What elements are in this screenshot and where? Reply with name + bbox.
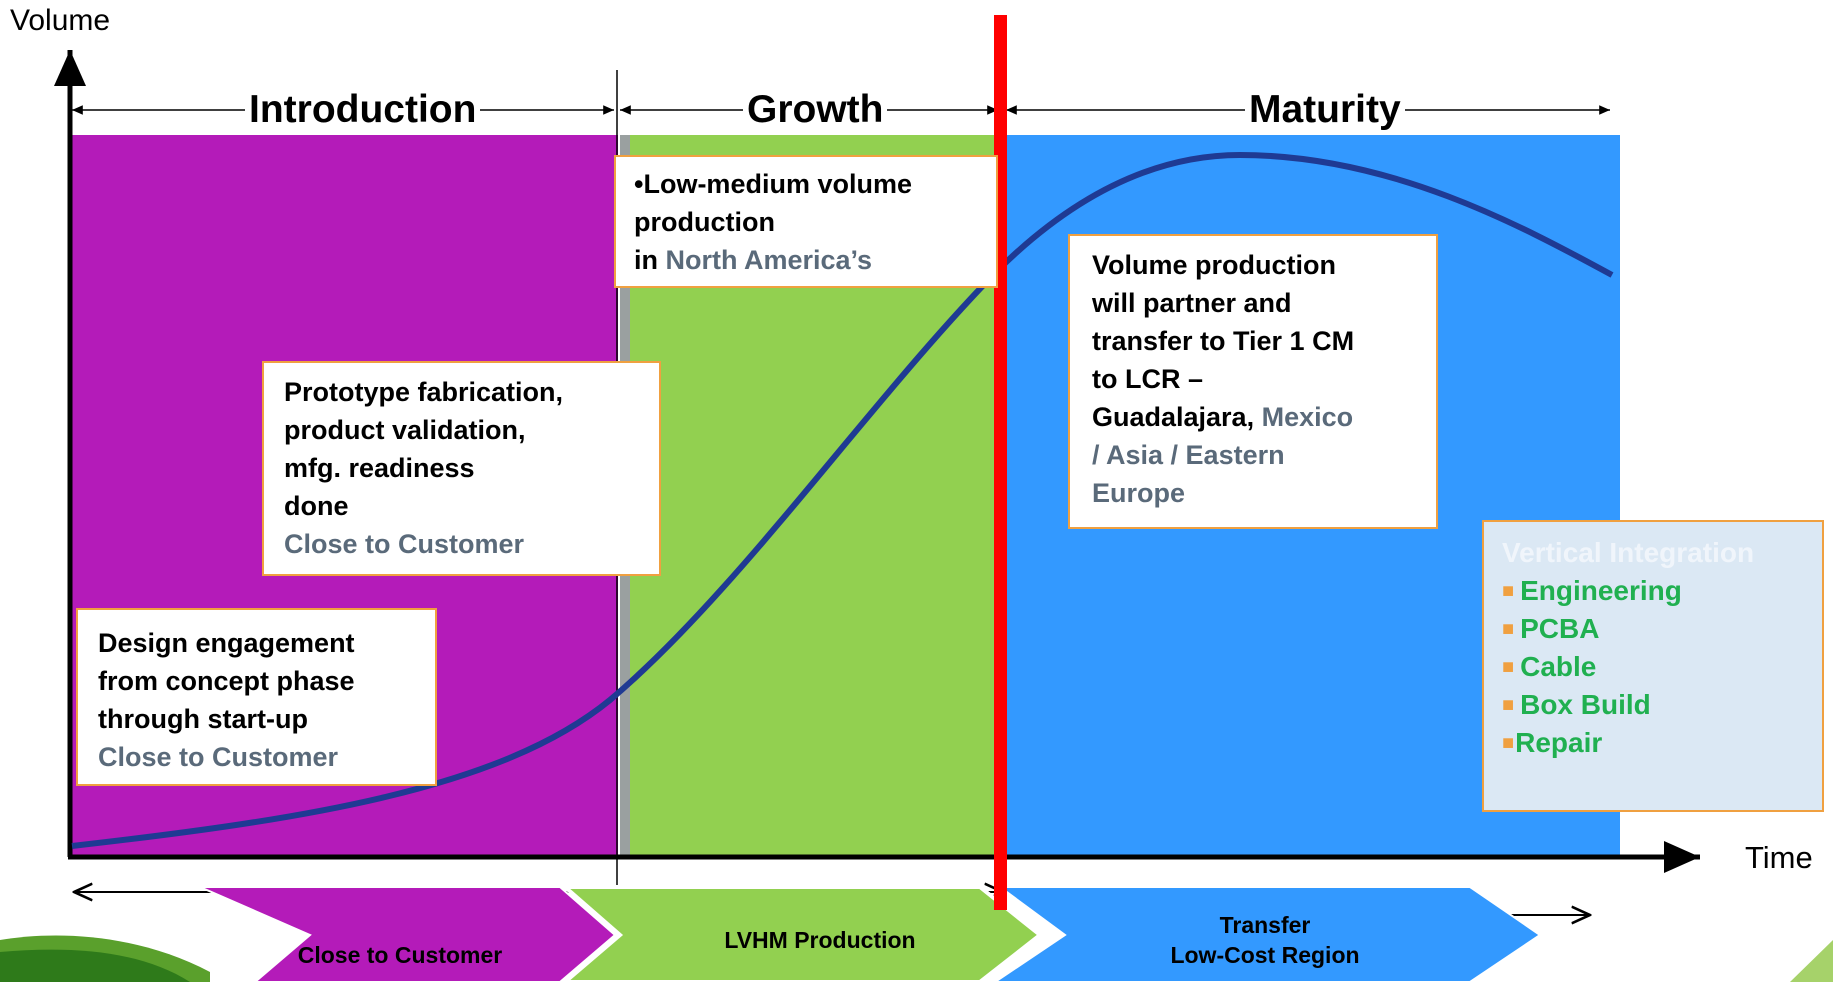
swoosh-decoration-inner — [0, 949, 190, 982]
vi-item-label: Repair — [1515, 727, 1603, 758]
design-line-3: through start-up — [98, 704, 308, 734]
vi-item-label: PCBA — [1520, 613, 1600, 644]
chevron-growth-text: LVHM Production — [724, 927, 916, 953]
bullet-icon: ■ — [1502, 732, 1515, 754]
chevron-maturity-text-2: Low-Cost Region — [1170, 942, 1360, 968]
maturity-line-7: Europe — [1092, 478, 1186, 508]
design-engagement-box: Design engagement from concept phase thr… — [76, 608, 437, 786]
chevron-intro — [199, 886, 617, 982]
bullet-icon: ■ — [1502, 694, 1515, 716]
chevron-intro-label: Close to Customer — [280, 940, 520, 970]
y-axis-label: Volume — [10, 4, 111, 37]
prototype-box: Prototype fabrication, product validatio… — [262, 361, 661, 576]
bullet-icon: ■ — [1502, 580, 1515, 602]
vi-item: ■Repair — [1502, 724, 1804, 762]
vertical-integration-box: Vertical Integration ■Engineering ■PCBA … — [1482, 520, 1824, 812]
chevron-maturity — [993, 886, 1542, 982]
lifecycle-curve — [71, 151, 1614, 849]
vertical-integration-title: Vertical Integration — [1502, 537, 1755, 568]
maturity-line-5-prefix: Guadalajara, — [1092, 402, 1262, 432]
prototype-line-1: Prototype fabrication, — [284, 377, 564, 407]
maturity-line-1: Volume production — [1092, 250, 1336, 280]
chevron-maturity-label: Transfer Low-Cost Region — [1145, 910, 1385, 970]
maturity-line-2: will partner and — [1092, 288, 1292, 318]
design-line-1: Design engagement — [98, 628, 355, 658]
growth-line-1: •Low-medium volume — [634, 169, 912, 199]
phase-title-introduction: Introduction — [245, 88, 481, 132]
prototype-line-4: done — [284, 491, 349, 521]
design-line-2: from concept phase — [98, 666, 355, 696]
vi-item-label: Box Build — [1520, 689, 1651, 720]
swoosh-decoration-right — [1790, 940, 1833, 982]
phase-title-growth: Growth — [743, 88, 888, 132]
red-divider-line — [994, 15, 1007, 910]
vi-item: ■Box Build — [1502, 686, 1804, 724]
prototype-line-2: product validation, — [284, 415, 526, 445]
maturity-box: Volume production will partner and trans… — [1068, 234, 1438, 529]
maturity-line-6: / Asia / Eastern — [1092, 440, 1285, 470]
maturity-highlight: Mexico — [1261, 402, 1354, 432]
bullet-icon: ■ — [1502, 656, 1515, 678]
vi-item-label: Cable — [1520, 651, 1597, 682]
x-axis-label: Time — [1745, 840, 1813, 875]
phase-title-maturity: Maturity — [1245, 88, 1405, 132]
chevron-intro-text: Close to Customer — [297, 942, 503, 968]
chevron-growth-label: LVHM Production — [700, 925, 940, 955]
maturity-line-3: transfer to Tier 1 CM — [1092, 326, 1355, 356]
vi-item: ■Cable — [1502, 648, 1804, 686]
vi-item: ■PCBA — [1502, 610, 1804, 648]
prototype-line-3: mfg. readiness — [284, 453, 475, 483]
growth-line-3-prefix: in — [634, 245, 666, 275]
growth-box: •Low-medium volume production in North A… — [614, 155, 998, 288]
growth-line-2: production — [634, 207, 775, 237]
growth-highlight: North America’s — [665, 245, 873, 275]
vi-item: ■Engineering — [1502, 572, 1804, 610]
maturity-line-4: to LCR – — [1092, 364, 1203, 394]
design-highlight: Close to Customer — [98, 742, 339, 772]
vi-item-label: Engineering — [1520, 575, 1682, 606]
prototype-highlight: Close to Customer — [284, 529, 525, 559]
bullet-icon: ■ — [1502, 618, 1515, 640]
chevron-growth — [559, 885, 1044, 982]
chevron-maturity-text-1: Transfer — [1219, 912, 1311, 938]
